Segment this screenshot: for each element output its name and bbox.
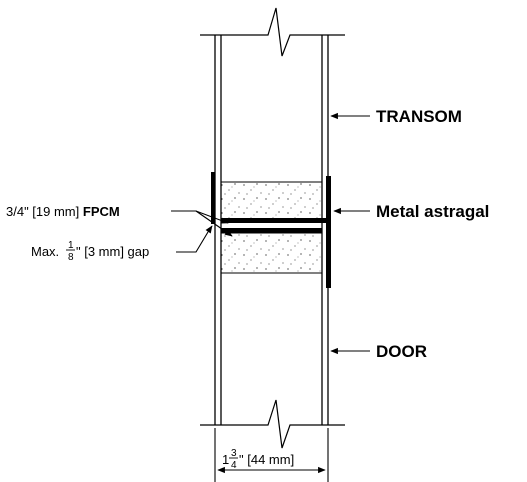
dim-whole-text: 1 [222, 452, 229, 467]
fpcm-size-text: 3/4" [19 mm] [6, 204, 83, 219]
fpcm-callout: 3/4" [19 mm] FPCM [6, 204, 120, 219]
door-label: DOOR [376, 342, 427, 361]
door-top-channel [220, 228, 323, 274]
dim-fraction-den: 4 [231, 460, 237, 471]
gap-fraction-den: 8 [68, 252, 74, 263]
leaders [171, 112, 370, 355]
gap-prefix-text: Max. [31, 244, 59, 259]
gap-suffix-text: " [3 mm] gap [76, 244, 149, 259]
dim-fraction-num: 3 [231, 448, 237, 459]
bottom-break-line [200, 399, 345, 449]
fpcm-bold-text: FPCM [83, 204, 120, 219]
metal-astragal-label: Metal astragal [376, 202, 489, 221]
metal-astragal [326, 176, 331, 288]
gap-fraction-num: 1 [68, 240, 74, 251]
dim-suffix-text: " [44 mm] [239, 452, 294, 467]
dimension-label: 1 3 4 " [44 mm] [222, 448, 294, 471]
top-break-line [200, 7, 345, 57]
gap-callout: Max. 1 8 " [3 mm] gap [31, 240, 149, 263]
transom-edge-bar [211, 172, 215, 224]
width-dimension [214, 428, 329, 482]
transom-label: TRANSOM [376, 107, 462, 126]
transom-bottom-channel [220, 181, 330, 223]
